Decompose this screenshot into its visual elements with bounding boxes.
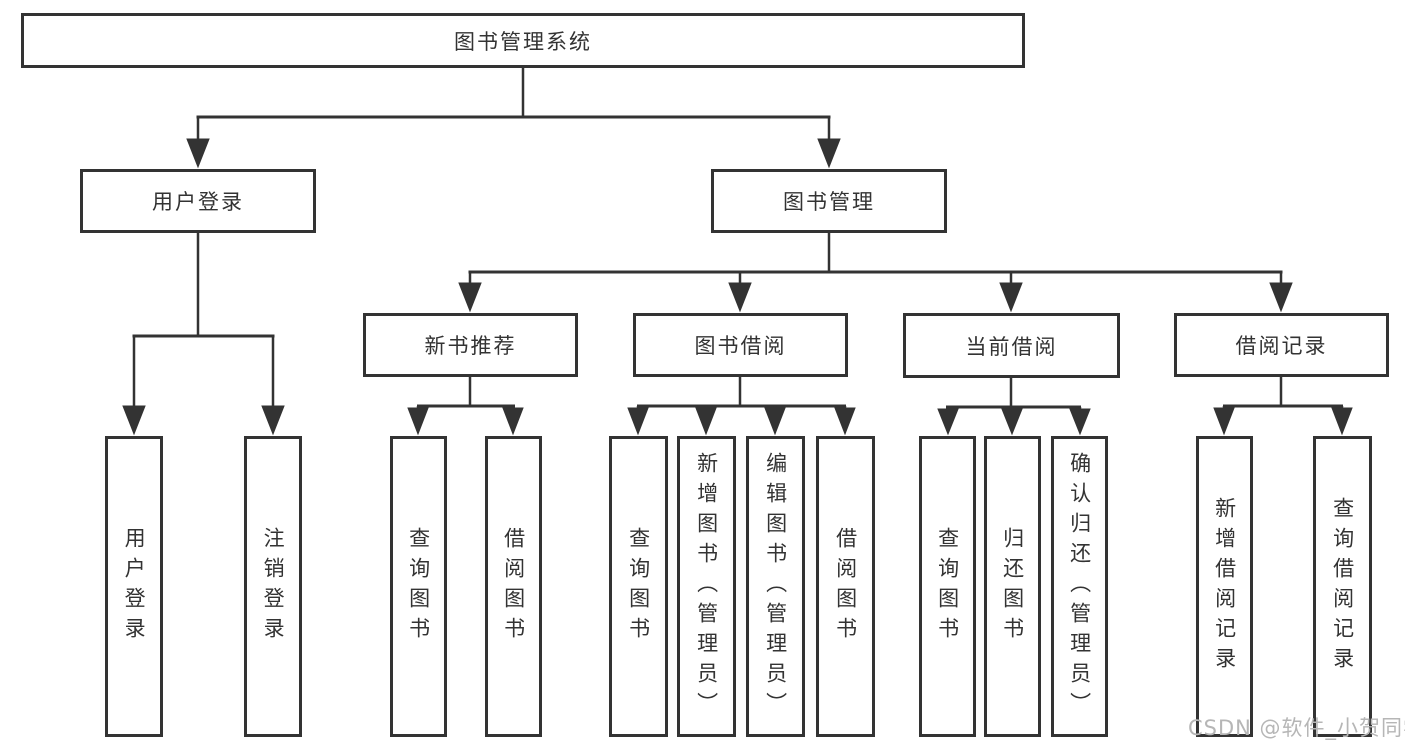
leaf-add-borrow-record: 新增借阅记录 bbox=[1196, 436, 1253, 737]
leaf-return-books: 归还图书 bbox=[984, 436, 1041, 737]
leaf-user-login: 用户登录 bbox=[105, 436, 163, 737]
leaf-confirm-return-admin: 确认归还（管理员） bbox=[1051, 436, 1108, 737]
node-new-book-recommend: 新书推荐 bbox=[363, 313, 578, 377]
leaf-query-books-current: 查询图书 bbox=[919, 436, 976, 737]
node-current-borrowing: 当前借阅 bbox=[903, 313, 1120, 378]
node-user-login: 用户登录 bbox=[80, 169, 316, 233]
node-book-borrowing: 图书借阅 bbox=[633, 313, 848, 377]
node-book-management: 图书管理 bbox=[711, 169, 947, 233]
csdn-watermark: CSDN @软件_小贺同学 bbox=[1188, 716, 1405, 740]
leaf-query-books-borrowing: 查询图书 bbox=[609, 436, 668, 737]
leaf-borrow-books-recommend: 借阅图书 bbox=[485, 436, 542, 737]
node-library-management-system: 图书管理系统 bbox=[21, 13, 1025, 68]
leaf-add-books-admin: 新增图书（管理员） bbox=[677, 436, 736, 737]
leaf-query-books-recommend: 查询图书 bbox=[390, 436, 447, 737]
leaf-edit-books-admin: 编辑图书（管理员） bbox=[746, 436, 805, 737]
node-borrowing-records: 借阅记录 bbox=[1174, 313, 1389, 377]
leaf-logout: 注销登录 bbox=[244, 436, 302, 737]
leaf-query-borrow-record: 查询借阅记录 bbox=[1313, 436, 1372, 737]
leaf-borrow-books: 借阅图书 bbox=[816, 436, 875, 737]
